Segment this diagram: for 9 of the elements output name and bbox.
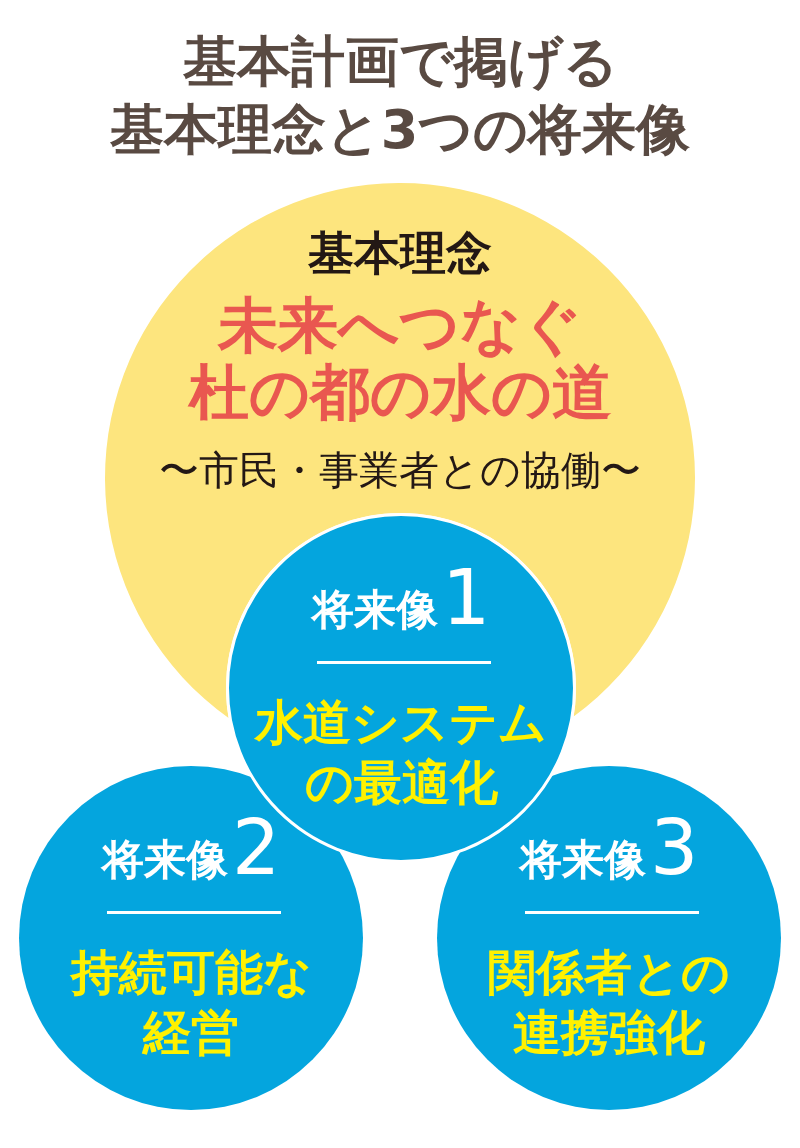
vision-heading: 将来像3 — [520, 812, 699, 894]
concept-slogan: 未来へつなぐ杜の都の水の道 — [188, 292, 612, 426]
concept-subtitle: 〜市民・事業者との協働〜 — [159, 446, 641, 494]
vision-text: 関係者との連携強化 — [487, 943, 731, 1062]
vision-heading: 将来像2 — [102, 812, 281, 894]
vision-text: 水道システムの最適化 — [253, 693, 548, 812]
concept-heading: 基本理念 — [308, 226, 492, 280]
vision-text: 持続可能な経営 — [69, 943, 313, 1062]
title: 基本計画で掲げる基本理念と3つの将来像 — [108, 29, 692, 163]
